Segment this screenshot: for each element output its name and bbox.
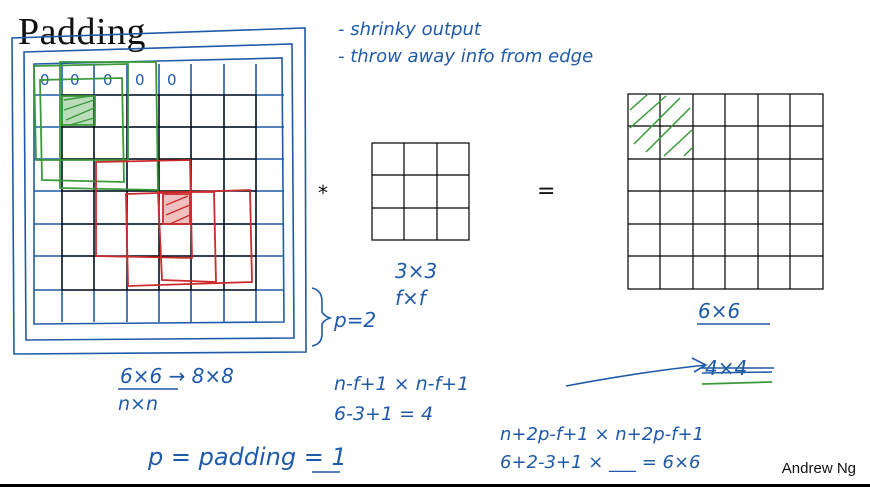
green-underline [701, 381, 773, 385]
filter-grid [371, 142, 470, 241]
filter-symbols: f×f [395, 286, 429, 310]
convolve-operator: * [318, 181, 328, 205]
input-grid [61, 94, 257, 291]
input-dims: 6×6 → 8×8 [120, 364, 234, 388]
padding-brace [311, 287, 333, 347]
padding-brace-label: p=2 [333, 308, 376, 332]
formula-unpadded: n-f+1 × n-f+1 [334, 373, 469, 395]
formula-padded: n+2p-f+1 × n+2p-f+1 [500, 424, 704, 445]
result-arrow [565, 357, 708, 387]
output-grid [627, 93, 824, 290]
author-credit: Andrew Ng [781, 460, 856, 477]
slide-title: Padding [18, 11, 147, 53]
filter-dims: 3×3 [395, 259, 437, 283]
green-filter-windows [33, 61, 159, 191]
padding-zero: 0 [135, 71, 145, 89]
note-throw-away-info: - throw away info from edge [338, 46, 593, 67]
equals-operator: = [537, 179, 555, 204]
output-dims: 6×6 [698, 299, 740, 323]
bottom-rule [0, 484, 870, 487]
output-hatch [629, 93, 693, 157]
red-filter-windows [95, 159, 253, 287]
padding-zero: 0 [103, 71, 113, 89]
strike-line [700, 367, 774, 374]
padding-definition: p = padding = 1 [147, 443, 347, 471]
note-shrinking-output: - shrinky output [338, 19, 482, 40]
input-symbols: n×n [118, 393, 158, 415]
formula-unpadded-eval: 6-3+1 = 4 [334, 403, 433, 425]
formula-padded-eval: 6+2-3+1 × ___ = 6×6 [500, 452, 701, 473]
padding-zero: 0 [167, 71, 177, 89]
